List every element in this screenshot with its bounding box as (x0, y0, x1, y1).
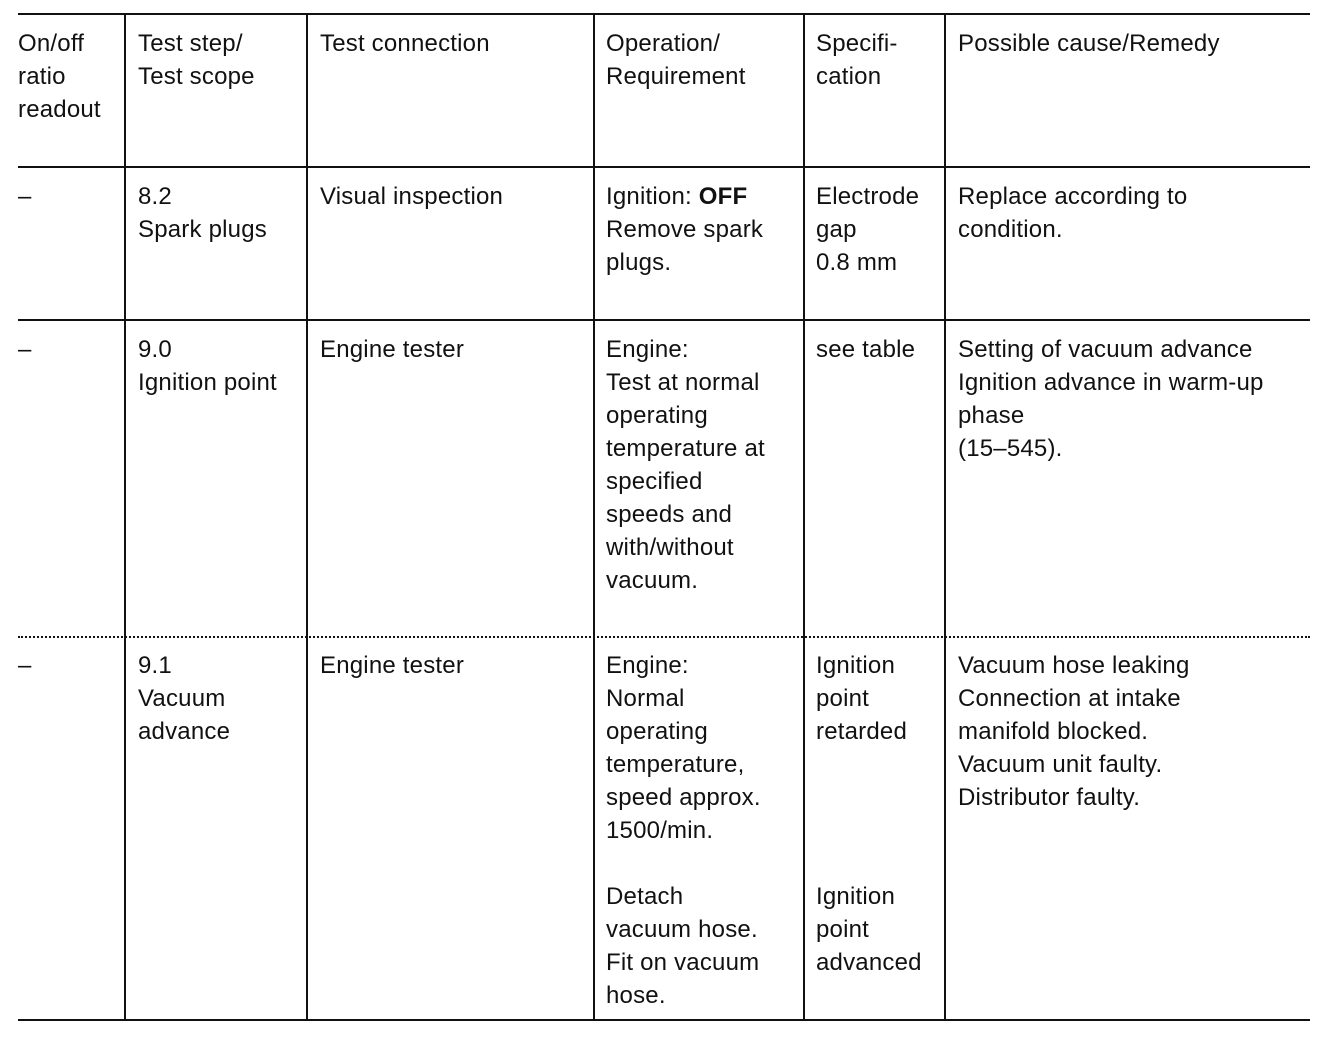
row-8-2-operation: Ignition: OFF Remove spark plugs. (606, 180, 763, 279)
row-divider-dotted (18, 636, 1310, 638)
row-8-2-remedy: Replace according to condition. (958, 183, 1188, 243)
row-9-0-test-step: 9.0 Ignition point (138, 336, 277, 396)
column-divider (803, 13, 805, 1021)
header-specification: Specifi- cation (816, 30, 898, 90)
row-9-1-test-step: 9.1 Vacuum advance (138, 652, 231, 745)
row-8-2-connection: Visual inspection (320, 183, 504, 210)
row-9-1-specification-b: Ignition point advanced (816, 883, 922, 976)
header-test-step: Test step/ Test scope (138, 30, 255, 90)
header-operation: Operation/ Requirement (606, 30, 746, 90)
operation-prefix: Ignition: (606, 183, 699, 210)
column-divider (124, 13, 126, 1021)
header-readout: On/off ratio readout (18, 30, 101, 123)
row-9-1-remedy: Vacuum hose leaking Connection at intake… (958, 652, 1190, 811)
ignition-off-emphasis: OFF (698, 183, 748, 210)
row-9-0-specification: see table (816, 336, 916, 363)
operation-rest: Remove spark plugs. (606, 216, 764, 276)
column-divider (944, 13, 946, 1021)
column-divider (306, 13, 308, 1021)
row-9-0-connection: Engine tester (320, 336, 465, 363)
row-8-2-test-step: 8.2 Spark plugs (138, 183, 267, 243)
header-test-connection: Test connection (320, 30, 490, 57)
table-top-rule (18, 13, 1310, 15)
row-9-1-readout: – (18, 652, 32, 679)
row-9-0-remedy: Setting of vacuum advance Ignition advan… (958, 336, 1264, 462)
header-bottom-rule (18, 166, 1310, 168)
row-9-0-readout: – (18, 336, 32, 363)
row-9-1-operation-b: Detach vacuum hose. Fit on vacuum hose. (606, 883, 760, 1009)
table-bottom-rule (18, 1019, 1310, 1021)
row-8-2-readout: – (18, 183, 32, 210)
column-divider (593, 13, 595, 1021)
row-9-1-specification-a: Ignition point retarded (816, 652, 907, 745)
row-9-0-operation: Engine: Test at normal operating tempera… (606, 336, 765, 594)
row-divider (18, 319, 1310, 321)
row-9-1-connection: Engine tester (320, 652, 465, 679)
row-8-2-specification: Electrode gap 0.8 mm (816, 183, 920, 276)
header-remedy: Possible cause/Remedy (958, 30, 1220, 57)
row-9-1-operation-a: Engine: Normal operating temperature, sp… (606, 652, 761, 844)
